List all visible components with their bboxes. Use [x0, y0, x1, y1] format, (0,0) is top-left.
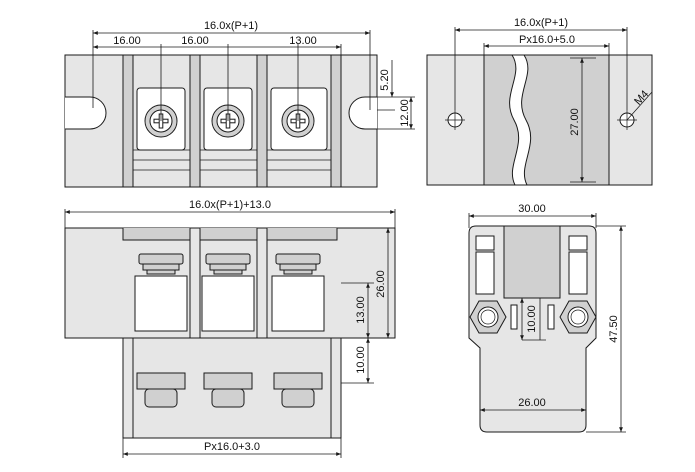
front-left-slot: [65, 96, 107, 130]
front-barrier-2: [189, 54, 201, 188]
front-barrier-3: [256, 54, 268, 188]
front-barrier-4: [330, 54, 342, 188]
side-view: M4 16.0x(P+1) Px16.0+5.0 27.00: [426, 17, 653, 186]
front-slot-offset-dim: 5.20: [379, 69, 391, 90]
front-slot-width-dim: 12.00: [399, 99, 411, 127]
bottom-height-dim: 26.00: [375, 270, 387, 298]
end-overall-height-dim: 47.50: [608, 315, 620, 343]
front-barrier-1: [122, 54, 134, 188]
side-break-left: [509, 54, 532, 186]
end-body: [468, 225, 597, 433]
side-total-width-dim: 16.0x(P+1): [514, 17, 568, 29]
bottom-pin-spacing-dim: 10.00: [355, 346, 367, 374]
front-right-slot: [348, 96, 377, 130]
bottom-pin-offset-dim: 13.00: [355, 296, 367, 324]
front-total-width-dim: 16.0x(P+1): [204, 20, 258, 32]
end-bottom-width-dim: 26.00: [518, 397, 546, 409]
bottom-barrier-1: [122, 337, 134, 439]
bottom-pin-length-dim: Px16.0+3.0: [204, 441, 260, 453]
end-view: 30.00 10.00 47.50 26.00: [468, 203, 626, 433]
side-pitch-length-dim: Px16.0+5.0: [519, 34, 575, 46]
end-pin-spacing-dim: 10.00: [526, 305, 538, 333]
bottom-view: 16.0x(P+1)+13.0 26.00 13.00 10.00: [64, 199, 396, 458]
side-housing: [483, 54, 610, 186]
front-end-offset-dim: 13.00: [289, 35, 317, 47]
bottom-total-width-dim: 16.0x(P+1)+13.0: [189, 199, 271, 211]
front-pitch-1-dim: 16.00: [113, 35, 141, 47]
end-top-width-dim: 30.00: [518, 203, 546, 215]
side-height-dim: 27.00: [569, 108, 581, 136]
front-view: 16.0x(P+1) 16.00 16.00 13.00 5.20 12.00: [64, 20, 415, 188]
bottom-housing-top: [122, 228, 338, 241]
bottom-barrier-4: [330, 337, 342, 439]
front-pitch-2-dim: 16.00: [181, 35, 209, 47]
